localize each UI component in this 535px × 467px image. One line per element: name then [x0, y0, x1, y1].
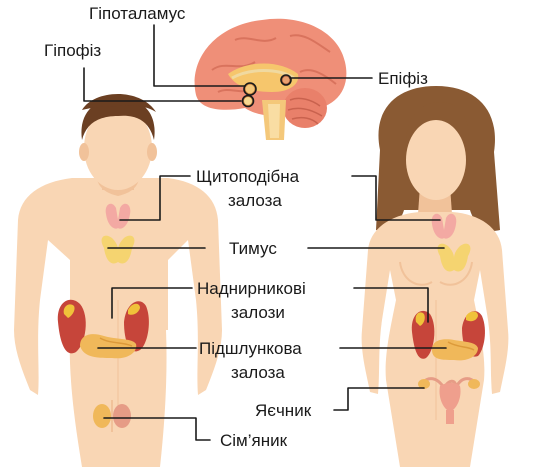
hypothalamus-pointer [153, 24, 246, 87]
label-pituitary: Гіпофіз [44, 41, 101, 60]
pituitary-pointer [83, 67, 242, 102]
male-body [14, 94, 222, 467]
male-organs [57, 203, 149, 432]
label-pineal: Епіфіз [378, 69, 428, 88]
female-body [361, 86, 509, 467]
brain-illustration [194, 18, 347, 140]
callout-lines [83, 24, 447, 441]
label-thyroid-line2: залоза [228, 191, 282, 210]
label-testis: Сім’яник [220, 431, 288, 450]
labels: Гіпоталамус Гіпофіз Епіфіз Щитоподібна з… [44, 4, 428, 450]
testis-pointer [103, 417, 211, 441]
label-thymus: Тимус [229, 239, 277, 258]
label-adrenal-line2: залози [231, 303, 285, 322]
label-ovary: Яєчник [255, 401, 312, 420]
label-pancreas-line2: залоза [231, 363, 285, 382]
adrenal-pointer-female [353, 287, 429, 323]
label-adrenal-line1: Наднирникові [197, 279, 306, 298]
adrenal-pointer-male [111, 287, 193, 319]
label-thyroid-line1: Щитоподібна [196, 167, 300, 186]
female-organs [411, 213, 485, 424]
label-hypothalamus: Гіпоталамус [89, 4, 186, 23]
label-pancreas-line1: Підшлункова [199, 339, 302, 358]
thyroid-pointer-female [351, 175, 441, 221]
ovary-pointer [333, 387, 425, 411]
thyroid-pointer-male [119, 175, 191, 221]
